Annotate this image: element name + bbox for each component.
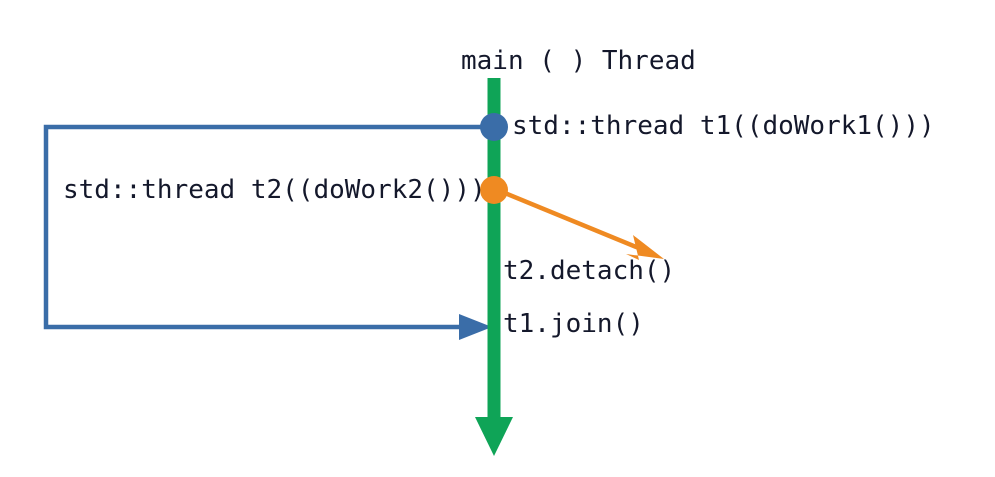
t1-path-line [43, 124, 494, 330]
t2-path-line [499, 188, 647, 254]
main-timeline-arrowhead-icon [475, 417, 513, 456]
label-t1-join: t1.join() [503, 309, 644, 339]
t2-detach-arrowhead-icon [626, 235, 664, 260]
t1-joined-thread-path [43, 124, 494, 340]
page-title: main ( ) Thread [461, 46, 696, 76]
label-t2-detach: t2.detach() [503, 256, 676, 286]
t2-detached-thread-path [499, 188, 664, 260]
label-t1-creation: std::thread t1((doWork1())) [512, 111, 935, 141]
label-t2-creation: std::thread t2((doWork2())) [63, 175, 486, 205]
t1-creation-dot [480, 113, 508, 141]
t1-join-arrowhead-icon [459, 314, 492, 340]
t2-creation-dot [480, 176, 508, 204]
